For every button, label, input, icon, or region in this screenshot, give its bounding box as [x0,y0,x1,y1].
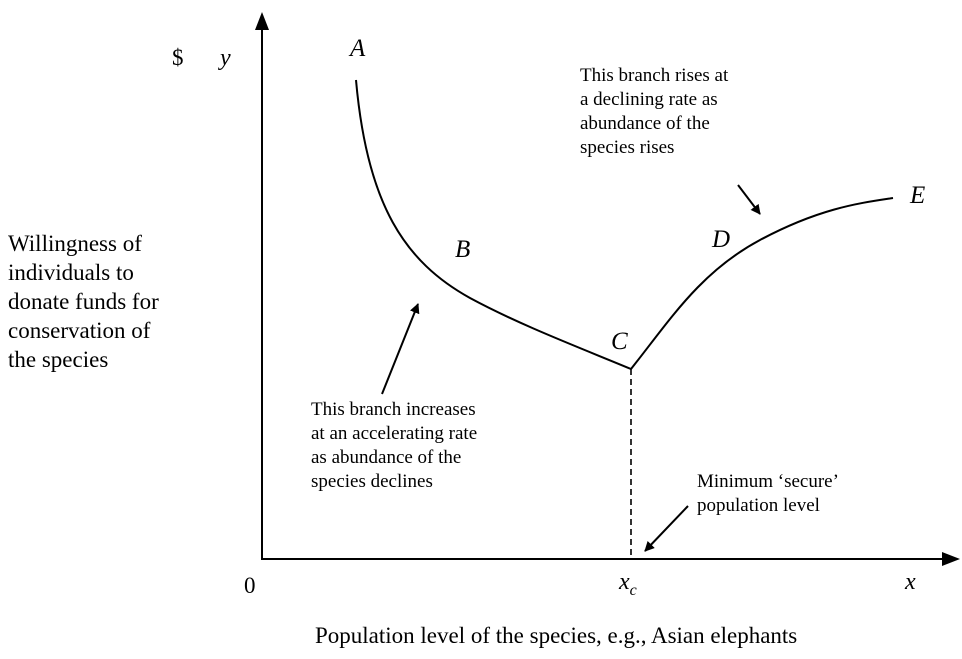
x-axis-label: Population level of the species, e.g., A… [315,623,798,648]
point-b-label: B [455,236,471,263]
y-axis-label-line: individuals to [8,260,134,285]
y-axis-label-line: the species [8,347,109,372]
annotation-line: abundance of the [580,113,710,134]
minimum-level-annotation: Minimum ‘secure’ population level [697,470,839,518]
annotation-line: population level [697,495,820,516]
xc-label: xc [619,570,637,603]
annotation-line: This branch rises at [580,65,729,86]
point-d-label: D [712,226,731,253]
falling-branch-curve [355,79,632,370]
annotation-line: Minimum ‘secure’ [697,471,839,492]
point-a-label: A [350,35,366,62]
y-axis-label-line: Willingness of [8,231,142,256]
rising-branch-arrow [737,184,761,215]
y-axis-label: Willingness of individuals to donate fun… [8,229,159,374]
annotation-line: This branch increases [311,399,476,420]
x-axis-arrowhead [942,552,960,566]
annotation-line: species rises [580,137,675,158]
y-axis-label-line: donate funds for [8,289,159,314]
rising-branch-curve [630,197,894,370]
annotation-line: at an accelerating rate [311,423,478,444]
x-axis-symbol: x [905,569,916,595]
minimum-level-arrow [644,505,689,552]
y-axis-arrowhead [255,12,269,30]
origin-label: 0 [244,573,256,598]
annotation-line: as abundance of the [311,447,462,468]
falling-branch-annotation: This branch increases at an accelerating… [311,398,477,494]
xc-subscript: c [629,581,637,599]
y-axis-label-line: conservation of [8,318,151,343]
xc-base: x [619,569,630,595]
y-unit-label: $ [172,45,184,70]
annotation-line: species declines [311,471,433,492]
y-axis-symbol: y [220,45,231,71]
falling-branch-arrow [381,303,420,395]
rising-branch-annotation: This branch rises at a declining rate as… [580,64,728,160]
point-c-label: C [611,328,628,355]
point-e-label: E [910,182,926,209]
annotation-line: a declining rate as [580,89,718,110]
